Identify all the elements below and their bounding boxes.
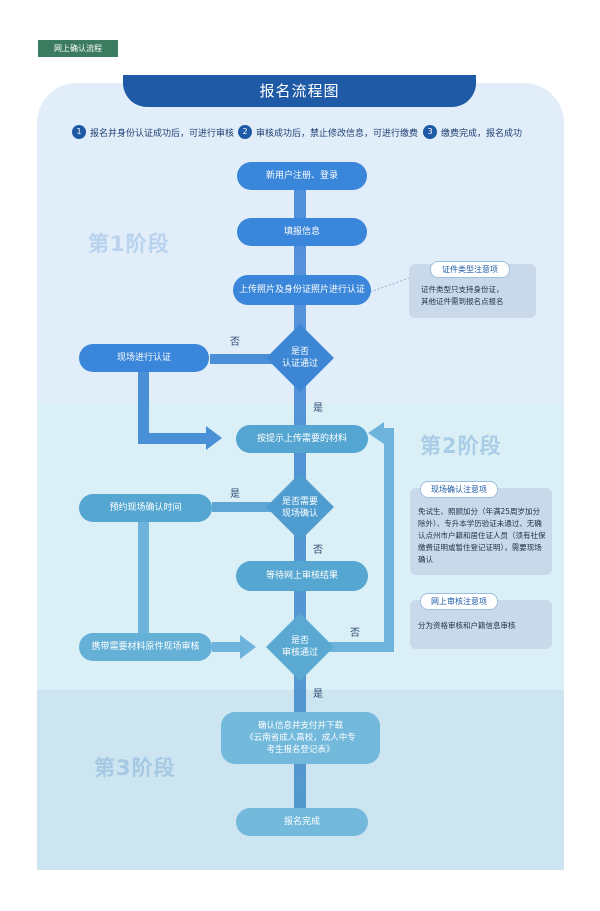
step-1-number: 1 xyxy=(72,125,86,139)
step-1: 1 报名并身份认证成功后，可进行审核 xyxy=(72,124,234,140)
onsite-auth-to-materials xyxy=(138,433,208,444)
step-3-text: 缴费完成，报名成功 xyxy=(441,128,523,139)
id-type-note-body: 证件类型只支持身份证， 其他证件需到报名点报名 xyxy=(421,285,504,306)
id-type-note-head: 证件类型注意项 xyxy=(430,261,510,278)
no3-vertical xyxy=(384,428,394,652)
register-node: 新用户注册、登录 xyxy=(237,162,367,190)
onsite-note-head: 现场确认注意项 xyxy=(420,481,498,498)
no1-connector xyxy=(210,354,276,364)
yes3-label: 是 xyxy=(313,689,323,700)
upload-materials-node: 按提示上传需要的材料 xyxy=(236,425,368,453)
header-tag: 网上确认流程 xyxy=(38,40,118,57)
no3-arrow xyxy=(368,422,384,444)
onsite-auth-drop xyxy=(138,372,149,442)
bring-materials-node: 携带需要材料原件现场审核 xyxy=(79,633,212,661)
onsite-note: 免试生、照顾加分（年满25周岁加分除外）、专升本学历验证未通过、无确认点州市户籍… xyxy=(410,488,552,575)
stage-3-label: 第3阶段 xyxy=(94,756,176,780)
bring-to-review-line xyxy=(212,642,242,652)
no3-top xyxy=(380,428,394,438)
onsite-auth-arrow xyxy=(206,426,222,450)
auth-check-text: 是否 认证通过 xyxy=(281,347,318,369)
bring-arrow xyxy=(240,635,256,659)
book-to-bring-line xyxy=(138,518,149,636)
online-note-head: 网上审核注意项 xyxy=(420,593,498,610)
online-note-body: 分为资格审核和户籍信息审核 xyxy=(418,621,516,630)
review-passed-text: 是否 审核通过 xyxy=(281,636,318,658)
no3-label: 否 xyxy=(350,628,360,639)
no3-horizontal xyxy=(324,642,394,652)
wait-review-node: 等待网上审核结果 xyxy=(236,561,368,591)
fill-info-node: 填报信息 xyxy=(237,218,367,246)
step-1-text: 报名并身份认证成功后，可进行审核 xyxy=(90,128,235,139)
note-connector xyxy=(369,269,433,293)
step-2: 2 审核成功后，禁止修改信息，可进行缴费 xyxy=(238,124,418,140)
stage-1-label: 第1阶段 xyxy=(88,232,170,256)
yes2-connector xyxy=(212,502,276,512)
step-2-number: 2 xyxy=(238,125,252,139)
yes2-label: 是 xyxy=(230,489,240,500)
yes1-label: 是 xyxy=(313,403,323,414)
stage-2-label: 第2阶段 xyxy=(420,434,502,458)
confirm-pay-node: 确认信息并支付并下载 《云南省成人高校，成人中专 考生报名登记表》 xyxy=(221,712,380,764)
need-onsite-text: 是否需要 现场确认 xyxy=(281,497,318,519)
onsite-auth-node: 现场进行认证 xyxy=(79,344,209,372)
step-2-text: 审核成功后，禁止修改信息，可进行缴费 xyxy=(256,128,419,139)
step-3: 3 缴费完成，报名成功 xyxy=(423,124,522,140)
no2-label: 否 xyxy=(313,545,323,556)
no1-label: 否 xyxy=(230,337,240,348)
page-title: 报名流程图 xyxy=(123,75,476,107)
done-node: 报名完成 xyxy=(236,808,368,836)
upload-photo-node: 上传照片及身份证照片进行认证 xyxy=(233,275,371,305)
step-3-number: 3 xyxy=(423,125,437,139)
onsite-note-body: 免试生、照顾加分（年满25周岁加分除外）、专升本学历验证未通过、无确认点州市户籍… xyxy=(418,507,546,564)
book-time-node: 预约现场确认时间 xyxy=(79,494,212,522)
